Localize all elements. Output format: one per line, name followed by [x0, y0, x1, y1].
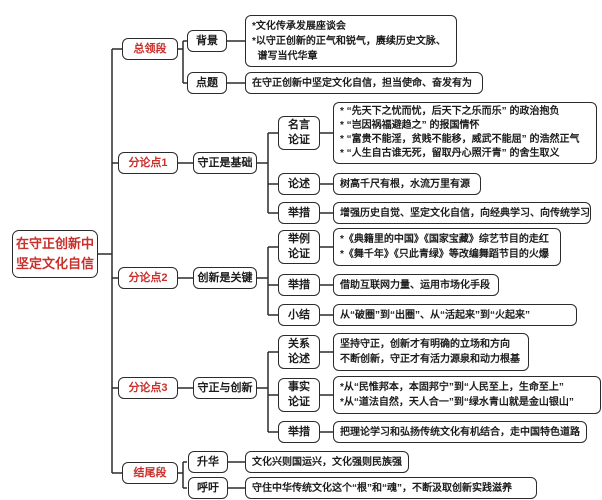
content-guanxi-lunshu: 坚持守正，创新才有明确的立场和方向 不断创新，守正才有活力源泉和动力根基 [333, 333, 529, 371]
node-xiaojie: 小结 [278, 304, 320, 326]
node-shenghua: 升华 [188, 451, 228, 473]
content-beijing: *文化传承发展座谈会 *以守正创新的正气和锐气，赓续历史文脉、 谱写当代华章 [245, 15, 457, 67]
node-mingyan-lunzheng: 名言 论证 [278, 116, 320, 150]
node-dianti: 点题 [187, 72, 227, 94]
content-mingyan-lunzheng: * “先天下之忧而忧，后天下之乐而乐” 的政治抱负 * “岂因祸福避趋之” 的报… [333, 102, 597, 164]
node-huyu: 呼吁 [188, 477, 228, 499]
content-dianti: 在守正创新中坚定文化自信，担当使命、奋发有为 [245, 72, 483, 94]
stage-fenlundian-3: 分论点3 [118, 377, 178, 399]
content-lunshu-1: 树高千尺有根，水流万里有源 [333, 173, 481, 195]
stage-zonglingduan: 总领段 [122, 38, 178, 60]
content-xiaojie: 从“破圈”到“出圈”、从“活起来”到“火起来” [333, 304, 577, 326]
stage-fenlundian-1: 分论点1 [118, 152, 178, 174]
node-lunshu-1: 论述 [278, 173, 320, 195]
node-shouzheng-yu-chuangxin: 守正与创新 [193, 377, 257, 399]
node-jucuo-1: 举措 [278, 202, 320, 224]
content-jucuo-2: 借助互联网力量、运用市场化手段 [333, 274, 499, 296]
content-huyu: 守住中华传统文化这个“根”和“魂”，不断汲取创新实践滋养 [245, 477, 537, 499]
node-beijing: 背景 [187, 30, 227, 52]
root-node: 在守正创新中 坚定文化自信 [12, 230, 98, 278]
node-chuangxin-shi-guanjian: 创新是关键 [193, 267, 257, 289]
stage-jieweiduan: 结尾段 [122, 462, 178, 484]
content-jucuo-1: 增强历史自觉、坚定文化自信，向经典学习、向传统学习 [333, 202, 591, 224]
content-shenghua: 文化兴则国运兴，文化强则民族强 [245, 451, 409, 473]
node-shishi-lunzheng: 事实 论证 [278, 378, 320, 412]
stage-fenlundian-2: 分论点2 [118, 267, 178, 289]
content-shishi-lunzheng: *从“民惟邦本，本固邦宁”到“人民至上，生命至上” *从“道法自然，天人合一”到… [333, 376, 601, 414]
content-juli-lunzheng: *《典籍里的中国》《国家宝藏》综艺节目的走红 *《舞千年》《只此青绿》等改编舞蹈… [333, 228, 561, 266]
node-juli-lunzheng: 举例 论证 [278, 230, 320, 264]
content-jucuo-3: 把理论学习和弘扬传统文化有机结合，走中国特色道路 [333, 421, 587, 443]
node-jucuo-3: 举措 [278, 421, 320, 443]
node-jucuo-2: 举措 [278, 274, 320, 296]
node-shouzheng-shi-jichu: 守正是基础 [193, 152, 257, 174]
node-guanxi-lunshu: 关系 论述 [278, 335, 320, 369]
